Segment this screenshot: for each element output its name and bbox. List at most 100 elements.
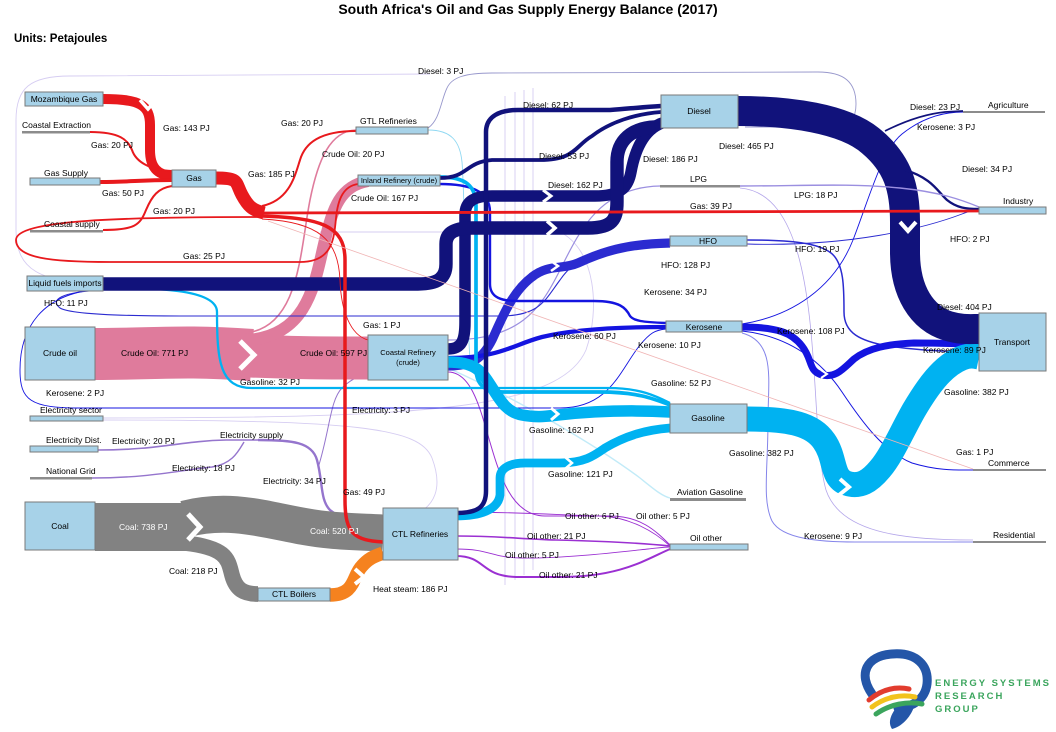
electricity-strand (102, 231, 594, 419)
flow-diesel-162[interactable] (447, 116, 668, 355)
flow-gas-1-commerce[interactable] (267, 220, 974, 470)
flow-gas-143[interactable] (102, 94, 173, 181)
node-gasoline[interactable]: Gasoline (669, 403, 748, 434)
flow-hfo-128[interactable] (447, 238, 671, 371)
node-electricity-sector[interactable]: Electricity sector (29, 405, 104, 422)
node-agriculture[interactable]: Agriculture (963, 100, 1045, 113)
node-coal[interactable]: Coal (24, 501, 96, 551)
flow-diesel-465-404[interactable] (737, 96, 980, 345)
flow-kerosene-10[interactable] (741, 330, 974, 471)
flow-label: Diesel: 23 PJ (910, 102, 960, 112)
flow-oil-other-21a[interactable] (455, 535, 671, 547)
flow-gas-39[interactable] (261, 209, 980, 215)
flow-hfo-19[interactable] (746, 239, 980, 353)
flow-label: Gas: 39 PJ (690, 201, 732, 211)
flow-oil-other-6[interactable] (447, 371, 671, 546)
esrg-logo: ENERGY SYSTEMS RESEARCH GROUP (860, 649, 1049, 729)
node-residential[interactable]: Residential (973, 530, 1046, 543)
flow-label: Oil other: 5 PJ (636, 511, 690, 521)
node-label: Oil other (690, 533, 722, 543)
flow-oil-other-5b[interactable] (455, 546, 671, 559)
flow-coal-520[interactable] (180, 495, 385, 552)
flow-label: Heat steam: 186 PJ (373, 584, 448, 594)
node-mozambique-gas[interactable]: Mozambique Gas (24, 91, 104, 107)
flow-diesel-23[interactable] (884, 110, 964, 132)
node-ctl-boilers[interactable]: CTL Boilers (257, 587, 331, 602)
flow-kerosene-2[interactable] (19, 288, 667, 409)
flow-gas-1-coastal[interactable] (261, 218, 369, 341)
flow-label: Kerosene: 108 PJ (777, 326, 845, 336)
flow-label: Kerosene: 34 PJ (644, 287, 707, 297)
node-gas[interactable]: Gas (171, 169, 217, 188)
node-gas-supply[interactable]: Gas Supply (29, 168, 101, 186)
node-national-grid[interactable]: National Grid (30, 466, 96, 480)
chevron-icon (550, 259, 561, 273)
flow-oil-other-5a[interactable] (455, 511, 671, 547)
flow-label: Crude Oil: 20 PJ (322, 149, 384, 159)
flow-diesel-53[interactable] (439, 110, 662, 180)
node-crude-oil[interactable]: Crude oil (24, 326, 96, 381)
flow-diesel-62[interactable] (455, 103, 662, 516)
node-coastal-refinery[interactable]: Coastal Refinery(crude) (367, 334, 449, 381)
flow-gas-185[interactable] (215, 171, 266, 220)
flow-electricity-20[interactable] (97, 439, 262, 451)
flow-crude-167[interactable] (247, 175, 370, 346)
flow-gas-20-coastal-extraction[interactable] (89, 131, 173, 172)
node-oil-other[interactable]: Oil other (669, 533, 749, 551)
flow-label: HFO: 19 PJ (795, 244, 839, 254)
node-ctl-refineries[interactable]: CTL Refineries (382, 507, 459, 561)
flow-label: Gasoline: 32 PJ (240, 377, 300, 387)
flow-gasoline-382[interactable] (746, 343, 982, 498)
flow-label: Coal: 218 PJ (169, 566, 218, 576)
node-kerosene[interactable]: Kerosene (665, 320, 743, 333)
flow-label: Gas: 20 PJ (153, 206, 195, 216)
flow-label: Oil other: 5 PJ (505, 550, 559, 560)
node-transport[interactable]: Transport (978, 312, 1047, 372)
flow-gas-20-coastal-supply[interactable] (102, 185, 173, 231)
flow-gas-49[interactable] (261, 214, 384, 544)
node-label: HFO (699, 236, 717, 246)
flow-label: Gasoline: 162 PJ (529, 425, 594, 435)
node-hfo[interactable]: HFO (669, 235, 748, 247)
flow-hfo-2[interactable] (746, 209, 980, 245)
flow-label: Oil other: 21 PJ (527, 531, 586, 541)
node-label: Electricity sector (40, 405, 102, 415)
node-liquid-fuels-imports[interactable]: Liquid fuels imports (26, 275, 104, 292)
node-coastal-extraction[interactable]: Coastal Extraction (22, 120, 91, 134)
flow-crude-597[interactable] (249, 334, 369, 380)
chevron-icon (837, 477, 853, 497)
flow-kerosene-3[interactable] (741, 111, 964, 325)
flow-coal-218[interactable] (183, 535, 259, 602)
flow-diesel-186[interactable] (103, 120, 656, 291)
flow-gasoline-121[interactable] (455, 423, 671, 521)
node-aviation-gasoline[interactable]: Aviation Gasoline (670, 487, 746, 501)
flow-gas-50[interactable] (99, 178, 173, 184)
flow-electricity-18[interactable] (91, 441, 245, 479)
flow-label: LPG: 18 PJ (794, 190, 837, 200)
flow-heat-steam-186[interactable] (329, 546, 386, 602)
flow-gas-20-gtl[interactable] (261, 130, 357, 207)
flow-gas-25[interactable] (15, 183, 359, 263)
node-inland-refinery[interactable]: Inland Refinery (crude) (357, 174, 441, 187)
node-gtl-refineries[interactable]: GTL Refineries (355, 116, 429, 135)
node-electricity-dist[interactable]: Electricity Dist. (29, 435, 102, 453)
flow-kerosene-9[interactable] (741, 332, 973, 543)
chevron-icon (542, 188, 554, 204)
node-industry[interactable]: Industry (978, 196, 1047, 215)
chevron-icon (810, 137, 830, 163)
flow-oil-other-21b[interactable] (455, 548, 671, 578)
page-title: South Africa's Oil and Gas Supply Energy… (338, 1, 717, 17)
node-commerce[interactable]: Commerce (973, 458, 1046, 471)
flow-label: Kerosene: 89 PJ (923, 345, 986, 355)
chevron-icon (186, 512, 204, 542)
flow-label: Gas: 25 PJ (183, 251, 225, 261)
flow-crude-771[interactable] (94, 326, 254, 381)
flow-kerosene-108-89[interactable] (741, 323, 980, 380)
flow-lpg-18[interactable] (739, 184, 980, 208)
node-diesel[interactable]: Diesel (660, 94, 739, 129)
node-coastal-supply[interactable]: Coastal supply (30, 219, 103, 233)
flow-label: Crude Oil: 597 PJ (300, 348, 367, 358)
node-lpg[interactable]: LPG (660, 174, 740, 188)
flow-diesel-34[interactable] (904, 168, 980, 211)
flow-label: Oil other: 6 PJ (565, 511, 619, 521)
